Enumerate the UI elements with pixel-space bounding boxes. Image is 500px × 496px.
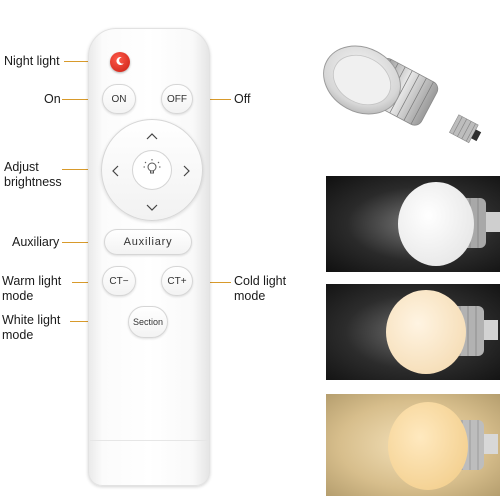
natural-light-panel (326, 284, 500, 380)
white-light-bulb (398, 182, 500, 266)
night-light-leader (64, 61, 108, 62)
warm-light-bulb (388, 402, 498, 490)
ct-minus-button[interactable]: CT− (102, 266, 136, 296)
brightness-dpad[interactable] (101, 119, 203, 221)
warm-light-label-1: Warm light (2, 274, 62, 288)
cold-leader (193, 282, 231, 283)
bulb-product-photo (310, 40, 500, 150)
bulb-icon (141, 157, 163, 184)
adjust-brightness-label-1: Adjust (4, 160, 39, 174)
arrow-down-icon[interactable] (146, 199, 158, 217)
moon-icon (115, 53, 125, 71)
auxiliary-button[interactable]: Auxiliary (104, 229, 192, 255)
auxiliary-leader (62, 242, 104, 243)
adjust-brightness-label-2: brightness (4, 175, 62, 189)
off-button[interactable]: OFF (161, 84, 193, 114)
on-label: On (44, 92, 61, 106)
arrow-left-icon[interactable] (111, 164, 119, 182)
on-button[interactable]: ON (102, 84, 136, 114)
arrow-up-icon[interactable] (146, 127, 158, 145)
ct-plus-button[interactable]: CT+ (161, 266, 193, 296)
white-light-label-1: White light (2, 313, 61, 327)
cold-light-label-2: mode (234, 289, 266, 303)
white-light-panel (326, 176, 500, 272)
section-button[interactable]: Section (128, 306, 168, 338)
arrow-right-icon[interactable] (183, 164, 191, 182)
night-light-button[interactable] (110, 52, 130, 72)
brightness-center-button[interactable] (132, 150, 172, 190)
warm-light-panel (326, 394, 500, 496)
warm-light-label-2: mode (2, 289, 34, 303)
off-leader (191, 99, 231, 100)
remote-seam (90, 440, 208, 441)
natural-light-bulb (386, 290, 498, 374)
white-light-label-2: mode (2, 328, 34, 342)
night-light-label: Night light (4, 54, 60, 68)
off-label: Off (234, 92, 251, 106)
auxiliary-label: Auxiliary (12, 235, 60, 249)
cold-light-label-1: Cold light (234, 274, 287, 288)
on-leader (62, 99, 104, 100)
